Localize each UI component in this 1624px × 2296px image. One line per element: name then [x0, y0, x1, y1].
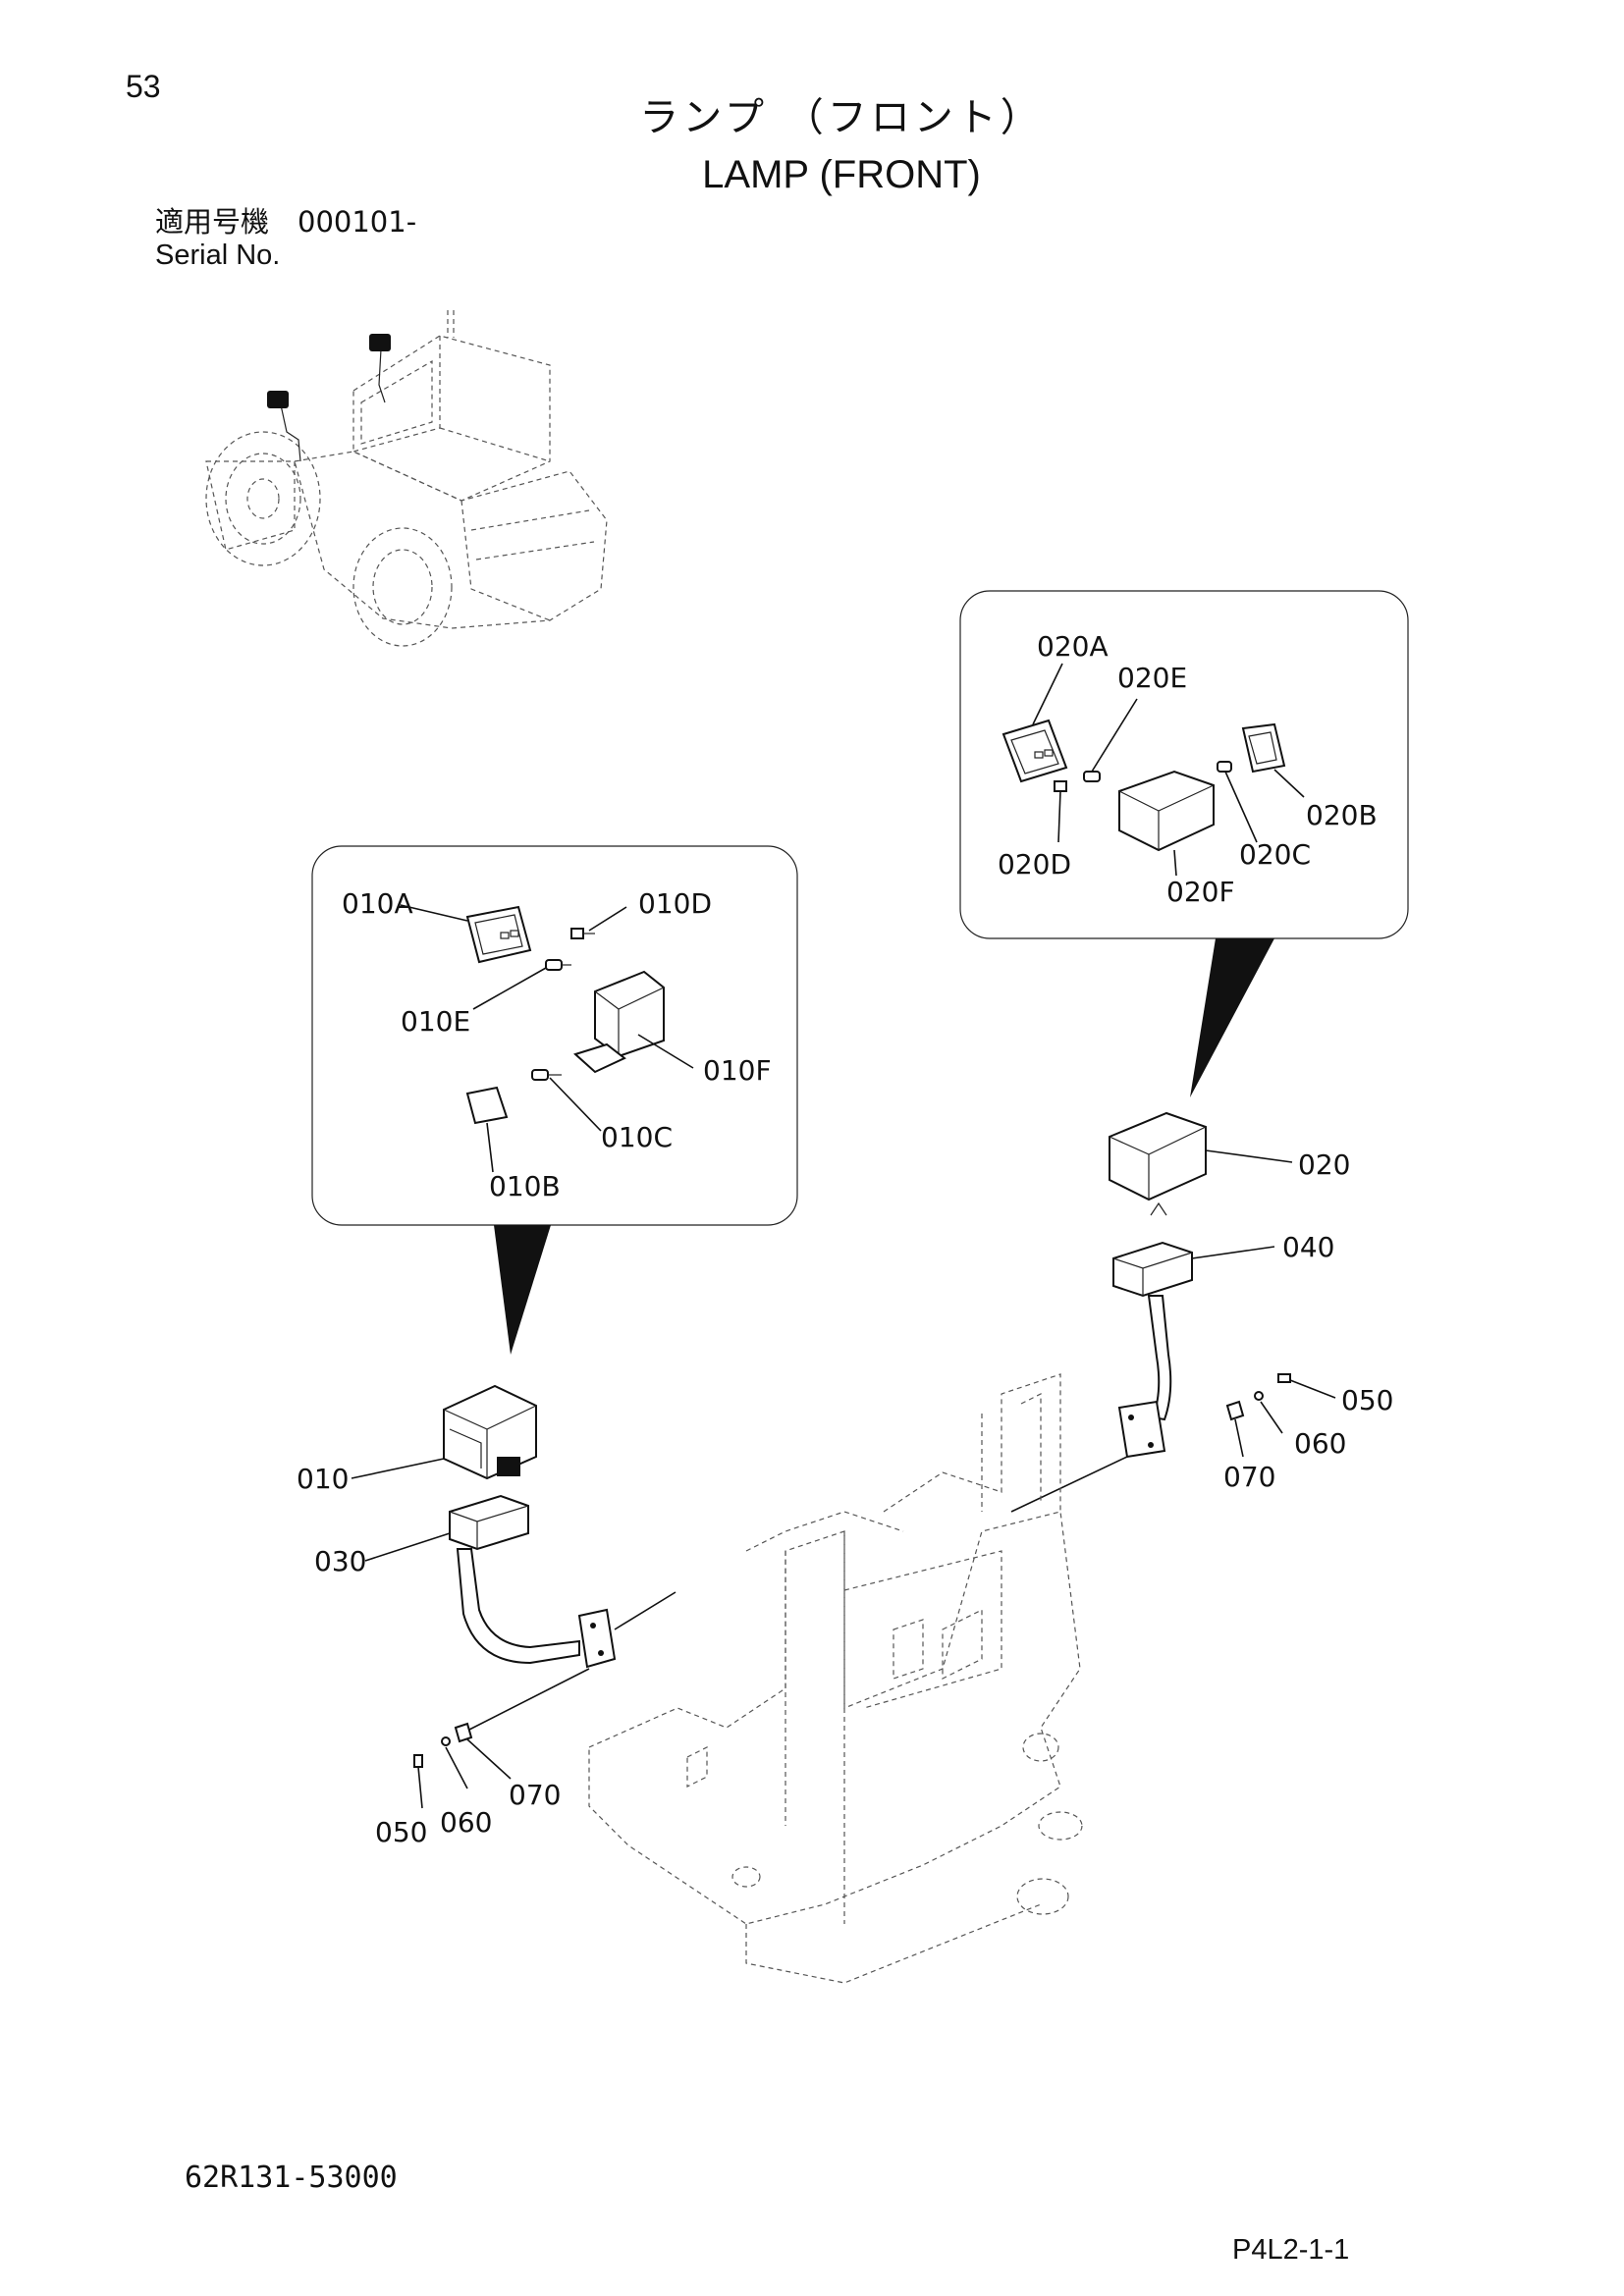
callout-050-left: 050 — [375, 1816, 427, 1848]
callout-010f: 010F — [703, 1054, 772, 1087]
callout-060-right: 060 — [1294, 1427, 1346, 1460]
bulb-020e — [1083, 771, 1101, 782]
callout-020d: 020D — [998, 848, 1071, 881]
bulb-010c — [531, 1069, 562, 1081]
detail-box-010: 010A 010D 010E 010F 010C 010B — [311, 845, 798, 1355]
screw-020d — [1054, 780, 1067, 792]
callout-010c: 010C — [601, 1121, 673, 1153]
callout-050-right: 050 — [1341, 1384, 1393, 1416]
right-lamp-assembly: 020 040 — [1010, 1111, 1350, 1513]
callout-020f: 020F — [1166, 876, 1235, 908]
callout-020a: 020A — [1037, 630, 1109, 663]
machine-overview-illustration — [205, 310, 608, 647]
page-title: LAMP (FRONT) — [702, 153, 981, 196]
callout-020: 020 — [1298, 1148, 1350, 1181]
lens-010b — [465, 1086, 509, 1125]
page-reference: P4L2-1-1 — [1232, 2234, 1350, 2266]
bulb-010e — [545, 959, 571, 971]
serial-label-japanese: 適用号機 000101- — [155, 205, 417, 239]
lens-020b — [1241, 722, 1286, 774]
callout-010e: 010E — [401, 1005, 470, 1038]
serial-label: Serial No. — [155, 240, 281, 271]
callout-070-left: 070 — [509, 1779, 561, 1811]
callout-070-right: 070 — [1223, 1461, 1275, 1493]
bulb-020c — [1217, 761, 1232, 773]
callout-020b: 020B — [1306, 799, 1378, 831]
lamp-housing-020a — [1001, 719, 1068, 783]
callout-020c: 020C — [1239, 838, 1311, 871]
callout-010d: 010D — [638, 887, 712, 920]
lamp-housing-010a — [465, 905, 532, 964]
front-frame-illustration — [588, 1373, 1083, 1984]
callout-030: 030 — [314, 1545, 366, 1577]
lamp-cover-010f — [573, 970, 665, 1074]
page-number: 53 — [126, 69, 161, 104]
callout-020e: 020E — [1117, 662, 1187, 694]
document-code: 62R131-53000 — [185, 2161, 398, 2195]
detail-box-020: 020A 020E 020B 020D 020C 020F — [959, 590, 1409, 1097]
left-lamp-assembly: 010 030 — [297, 1384, 677, 1669]
callout-010a: 010A — [342, 887, 413, 920]
screw-010d — [570, 928, 595, 939]
callout-060-left: 060 — [440, 1806, 492, 1839]
callout-040: 040 — [1282, 1231, 1334, 1263]
callout-010: 010 — [297, 1463, 349, 1495]
right-fasteners: 070 060 050 — [1223, 1373, 1393, 1493]
left-fasteners: 050 060 070 — [375, 1668, 590, 1848]
lamp-cover-020f — [1118, 770, 1215, 852]
callout-010b: 010B — [489, 1170, 561, 1202]
page-title-japanese: ランプ （フロント） — [639, 95, 1044, 140]
